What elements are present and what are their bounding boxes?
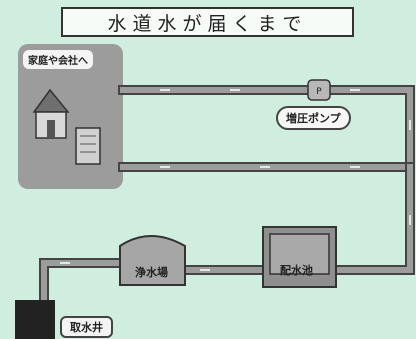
purification-label: 浄水場 [135,266,168,279]
diagram-title: 水道水が届くまで [61,7,354,37]
well-label: 取水井 [60,316,113,338]
reservoir-icon [262,226,337,288]
purification-plant-icon [119,235,186,286]
reservoir-label: 配水池 [280,264,313,277]
intake-well-icon [15,300,55,339]
booster-pump-icon: P [307,79,331,101]
pump-label: 増圧ポンプ [276,106,351,130]
house-icon [32,88,70,139]
pipe-network [39,85,415,325]
building-icon [75,127,101,165]
flow-arrows [60,89,411,271]
home-label: 家庭や会社へ [23,50,93,69]
svg-text:P: P [316,87,322,97]
